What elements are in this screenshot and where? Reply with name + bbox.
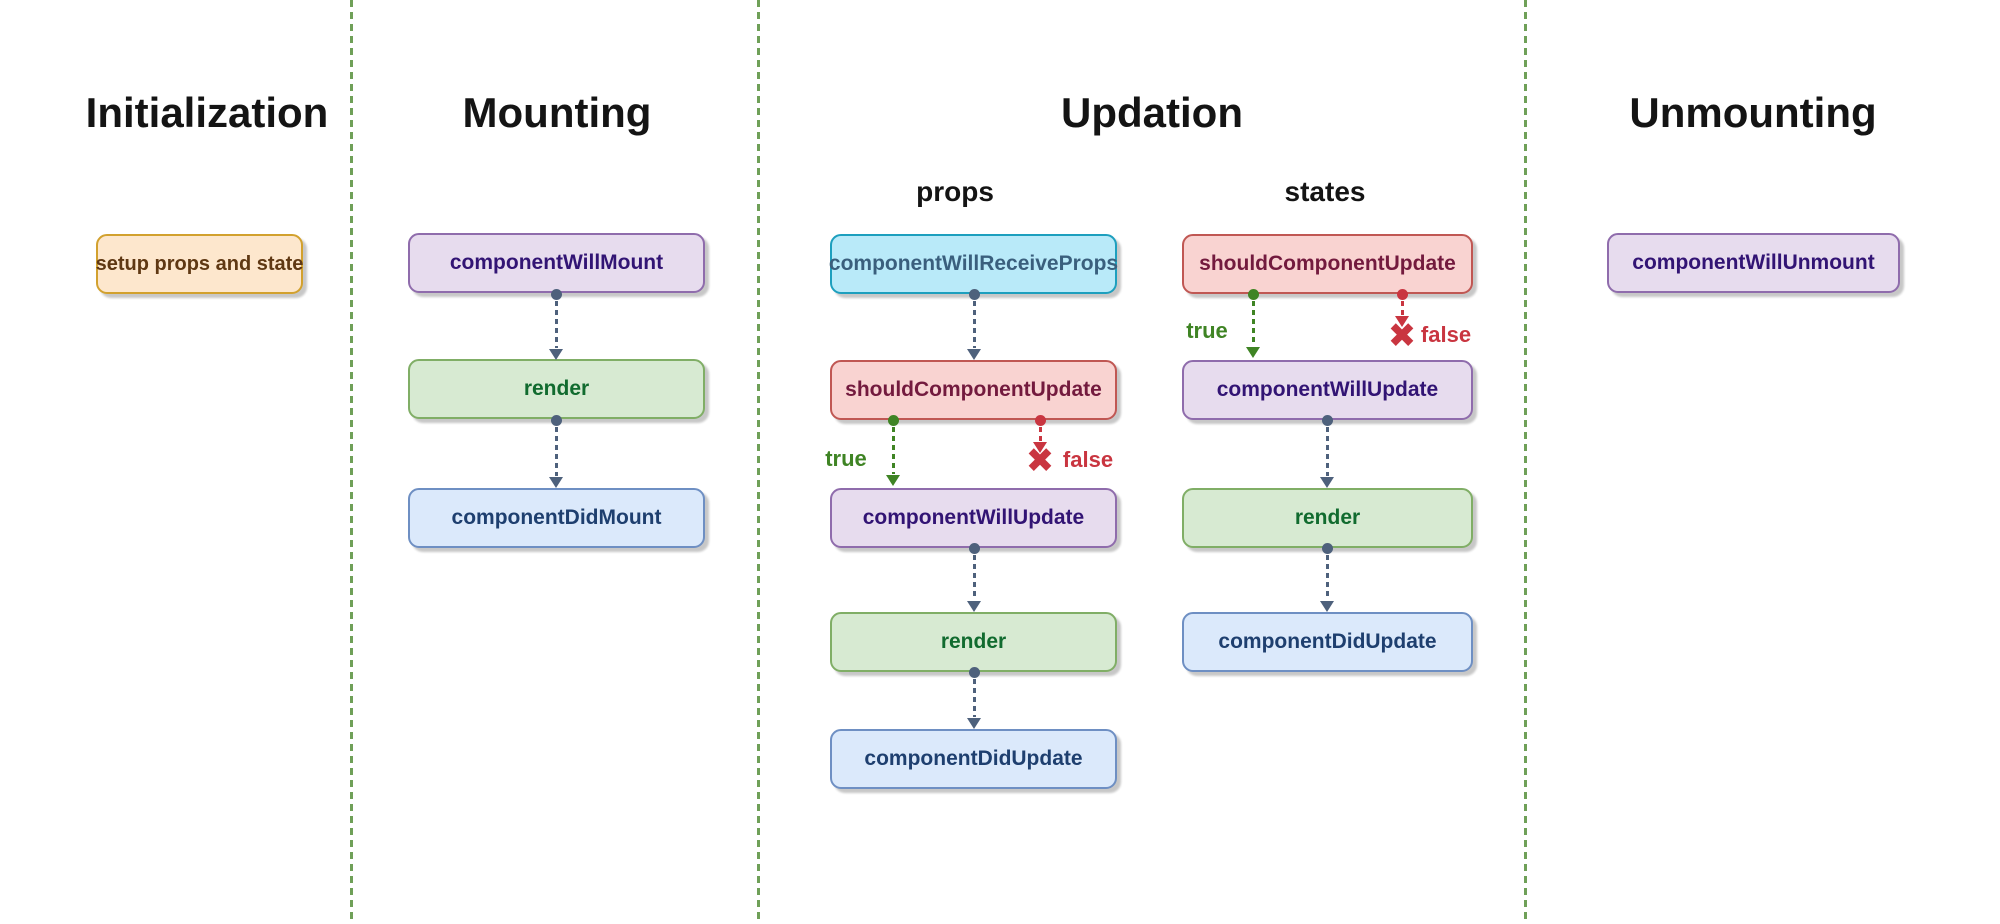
- arrow-shaft: [1325, 555, 1329, 600]
- arrow-shaft: [972, 555, 976, 600]
- arrow-start-dot: [1034, 415, 1046, 426]
- node-mount-render: render: [408, 359, 705, 419]
- edge-label-false-states: false: [1420, 322, 1472, 347]
- node-states-componentWillUpdate: componentWillUpdate: [1182, 360, 1473, 420]
- section-title-mounting: Mounting: [462, 89, 652, 136]
- section-divider: [1524, 0, 1527, 924]
- arrow-shaft: [891, 427, 895, 474]
- node-states-render: render: [1182, 488, 1473, 548]
- column-title-states: states: [1284, 176, 1366, 207]
- section-title-unmounting: Unmounting: [1629, 89, 1877, 136]
- arrow-start-dot: [1321, 543, 1333, 554]
- node-setup-props-and-state: setup props and state: [96, 234, 303, 294]
- arrow-start-dot: [550, 289, 562, 300]
- section-title-updation: Updation: [1061, 89, 1243, 136]
- node-props-componentWillUpdate: componentWillUpdate: [830, 488, 1117, 548]
- arrowhead-icon: [886, 475, 900, 486]
- arrowhead-icon: [1320, 601, 1334, 612]
- arrow-start-dot: [1396, 289, 1408, 300]
- arrowhead-icon: [967, 349, 981, 360]
- arrow-start-dot: [968, 289, 980, 300]
- arrow-shaft: [972, 301, 976, 348]
- arrowhead-icon: [1320, 477, 1334, 488]
- node-props-shouldComponentUpdate: shouldComponentUpdate: [830, 360, 1117, 420]
- arrow-start-dot: [887, 415, 899, 426]
- arrow-start-dot: [968, 543, 980, 554]
- true-branch-arrow-states: [1245, 289, 1261, 358]
- arrow-start-dot: [968, 667, 980, 678]
- arrow-shaft: [1038, 427, 1042, 441]
- arrowhead-icon: [549, 477, 563, 488]
- reject-x-icon: ✖: [1387, 317, 1417, 355]
- flow-arrow-states-willupdate-to-render: [1319, 415, 1335, 488]
- arrowhead-icon: [1246, 347, 1260, 358]
- arrow-shaft: [1400, 301, 1404, 315]
- arrow-start-dot: [550, 415, 562, 426]
- edge-label-false-props: false: [1062, 447, 1114, 472]
- node-componentWillUnmount: componentWillUnmount: [1607, 233, 1900, 293]
- node-componentDidMount: componentDidMount: [408, 488, 705, 548]
- flow-arrow-props-render-to-didupdate: [966, 667, 982, 729]
- flow-arrow-receiveprops-to-shouldupdate: [966, 289, 982, 360]
- section-divider: [757, 0, 760, 924]
- arrowhead-icon: [1395, 316, 1409, 327]
- flow-arrow-states-render-to-didupdate: [1319, 543, 1335, 612]
- node-props-componentDidUpdate: componentDidUpdate: [830, 729, 1117, 789]
- arrow-start-dot: [1321, 415, 1333, 426]
- arrow-shaft: [554, 427, 558, 476]
- arrow-shaft: [972, 679, 976, 717]
- arrowhead-icon: [967, 718, 981, 729]
- flow-arrow-props-willupdate-to-render: [966, 543, 982, 612]
- arrowhead-icon: [549, 349, 563, 360]
- edge-label-true-props: true: [825, 446, 867, 471]
- node-componentWillReceiveProps: componentWillReceiveProps: [829, 234, 1118, 294]
- node-props-render: render: [830, 612, 1117, 672]
- arrow-shaft: [554, 301, 558, 348]
- flow-arrow-willmount-to-render: [548, 289, 564, 360]
- true-branch-arrow-props: [885, 415, 901, 486]
- arrowhead-icon: [967, 601, 981, 612]
- node-componentWillMount: componentWillMount: [408, 233, 705, 293]
- section-title-initialization: Initialization: [85, 89, 329, 136]
- edge-label-true-states: true: [1186, 318, 1228, 343]
- false-branch-arrow-props: [1032, 415, 1048, 453]
- reject-x-icon: ✖: [1025, 442, 1055, 480]
- arrow-start-dot: [1247, 289, 1259, 300]
- arrow-shaft: [1325, 427, 1329, 476]
- section-divider: [350, 0, 353, 924]
- node-states-componentDidUpdate: componentDidUpdate: [1182, 612, 1473, 672]
- arrow-shaft: [1251, 301, 1255, 346]
- column-title-props: props: [916, 176, 994, 207]
- false-branch-arrow-states: [1394, 289, 1410, 327]
- arrowhead-icon: [1033, 442, 1047, 453]
- flow-arrow-render-to-didmount: [548, 415, 564, 488]
- node-states-shouldComponentUpdate: shouldComponentUpdate: [1182, 234, 1473, 294]
